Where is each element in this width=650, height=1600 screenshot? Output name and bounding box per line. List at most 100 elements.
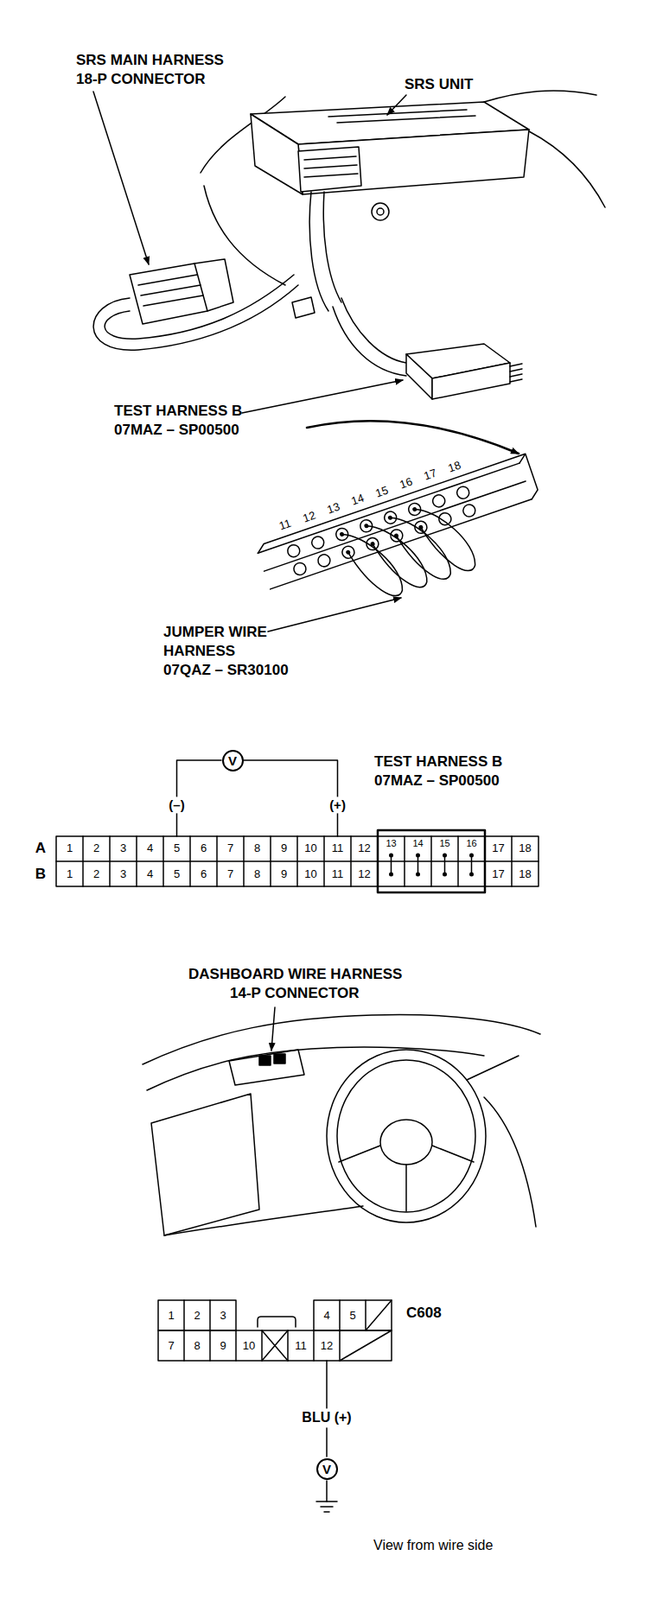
part-label: HARNESS bbox=[163, 643, 236, 661]
pin-number: 1 bbox=[167, 1309, 174, 1323]
pin-strip-closeup bbox=[455, 484, 472, 501]
voltmeter-symbol: V bbox=[316, 1459, 338, 1481]
pin-number: 4 bbox=[323, 1309, 330, 1323]
pin-number: 11 bbox=[331, 842, 345, 856]
pin-number: 18 bbox=[446, 458, 463, 476]
part-number: 07QAZ – SR30100 bbox=[163, 662, 289, 680]
part-label: SRS UNIT bbox=[404, 76, 473, 94]
dashboard-illustration bbox=[326, 1050, 486, 1224]
pin-number: 8 bbox=[254, 868, 261, 882]
connector-grid bbox=[415, 873, 421, 878]
c608-connector bbox=[158, 1300, 392, 1513]
pin-strip-closeup bbox=[461, 503, 478, 519]
srs-illustration bbox=[250, 114, 303, 195]
srs-illustration bbox=[328, 109, 476, 123]
pin-number: 2 bbox=[93, 868, 100, 882]
voltmeter-symbol: V bbox=[222, 750, 244, 772]
srs-illustration bbox=[387, 95, 407, 115]
pin-number: 10 bbox=[304, 842, 317, 856]
c608-connector bbox=[261, 1331, 288, 1362]
pin-strip-closeup bbox=[340, 544, 357, 561]
dashboard-illustration bbox=[338, 1146, 474, 1212]
row-label: B bbox=[35, 866, 46, 884]
connector-grid bbox=[56, 760, 539, 893]
pin-strip-closeup bbox=[412, 506, 418, 512]
pin-strip-closeup bbox=[388, 528, 405, 544]
connector-grid bbox=[391, 855, 472, 875]
pin-strip-closeup bbox=[363, 523, 370, 529]
connector-grid bbox=[469, 873, 474, 878]
pin-number: 13 bbox=[325, 501, 342, 518]
pin-number: 17 bbox=[491, 842, 504, 856]
srs-illustration bbox=[509, 363, 523, 383]
connector-grid bbox=[177, 760, 338, 837]
srs-illustration bbox=[242, 380, 403, 414]
pin-number: 12 bbox=[357, 842, 370, 856]
note: View from wire side bbox=[373, 1538, 493, 1555]
connector-grid bbox=[56, 836, 539, 887]
pin-number: 3 bbox=[120, 868, 127, 882]
pin-strip-closeup bbox=[255, 453, 556, 635]
pin-strip-closeup bbox=[437, 511, 453, 528]
pin-number: 2 bbox=[193, 1309, 200, 1323]
c608-connector bbox=[184, 1331, 340, 1362]
pin-number: 6 bbox=[200, 868, 207, 882]
pin-number: 13 bbox=[385, 838, 396, 850]
pin-strip-closeup bbox=[342, 521, 406, 606]
srs-illustration bbox=[93, 90, 606, 454]
srs-illustration bbox=[432, 363, 510, 400]
pin-number: 1 bbox=[66, 868, 73, 882]
pin-number: 10 bbox=[242, 1339, 255, 1353]
pin-strip-closeup bbox=[387, 515, 393, 521]
polarity-label: (+) bbox=[327, 796, 348, 814]
pin-number: 3 bbox=[219, 1309, 226, 1323]
dashboard-illustration bbox=[142, 1007, 541, 1237]
pin-number: 9 bbox=[280, 868, 287, 882]
dashboard-illustration bbox=[466, 1056, 536, 1228]
pin-number: 14 bbox=[412, 838, 423, 850]
dashboard-illustration bbox=[164, 1206, 364, 1237]
srs-illustration bbox=[406, 354, 433, 400]
dashboard-illustration bbox=[146, 1047, 485, 1091]
pin-number: 11 bbox=[331, 868, 345, 882]
pin-strip-closeup bbox=[310, 535, 326, 551]
pin-number: 18 bbox=[518, 842, 531, 856]
dashboard-illustration bbox=[380, 1120, 433, 1166]
srs-illustration bbox=[298, 129, 529, 195]
c608-connector bbox=[316, 1502, 338, 1513]
connector-grid bbox=[388, 853, 394, 859]
srs-illustration bbox=[129, 263, 208, 325]
pin-number: 12 bbox=[357, 868, 370, 882]
pin-number: 2 bbox=[93, 842, 100, 856]
part-label: 18-P CONNECTOR bbox=[76, 70, 206, 89]
part-label: TEST HARNESS B bbox=[374, 753, 503, 772]
row-label: A bbox=[35, 840, 46, 858]
pin-number: 18 bbox=[518, 868, 531, 882]
connector-grid bbox=[415, 853, 421, 859]
dashboard-illustration bbox=[271, 1007, 275, 1052]
srs-illustration bbox=[484, 90, 597, 102]
dashboard-illustration bbox=[274, 1054, 286, 1065]
pin-number: 12 bbox=[300, 509, 318, 526]
pin-strip-closeup bbox=[366, 512, 430, 598]
pin-number: 7 bbox=[227, 842, 234, 856]
part-label: DASHBOARD WIRE HARNESS bbox=[188, 966, 402, 984]
pin-number: 5 bbox=[349, 1309, 356, 1323]
pin-strip-closeup bbox=[345, 549, 351, 555]
pin-number: 15 bbox=[373, 484, 390, 501]
srs-illustration bbox=[306, 420, 519, 454]
part-label: 14-P CONNECTOR bbox=[229, 985, 360, 1003]
pin-number: 8 bbox=[254, 842, 261, 856]
c608-connector bbox=[339, 1300, 392, 1332]
c608-connector bbox=[158, 1331, 392, 1362]
srs-illustration bbox=[93, 91, 149, 265]
srs-illustration bbox=[138, 274, 204, 306]
pin-strip-closeup bbox=[286, 543, 302, 560]
part-label: JUMPER WIRE bbox=[163, 624, 268, 642]
pin-strip-closeup bbox=[338, 506, 424, 555]
pin-strip-closeup bbox=[418, 524, 424, 530]
pin-strip-closeup bbox=[338, 531, 345, 537]
c608-connector bbox=[158, 1300, 236, 1332]
